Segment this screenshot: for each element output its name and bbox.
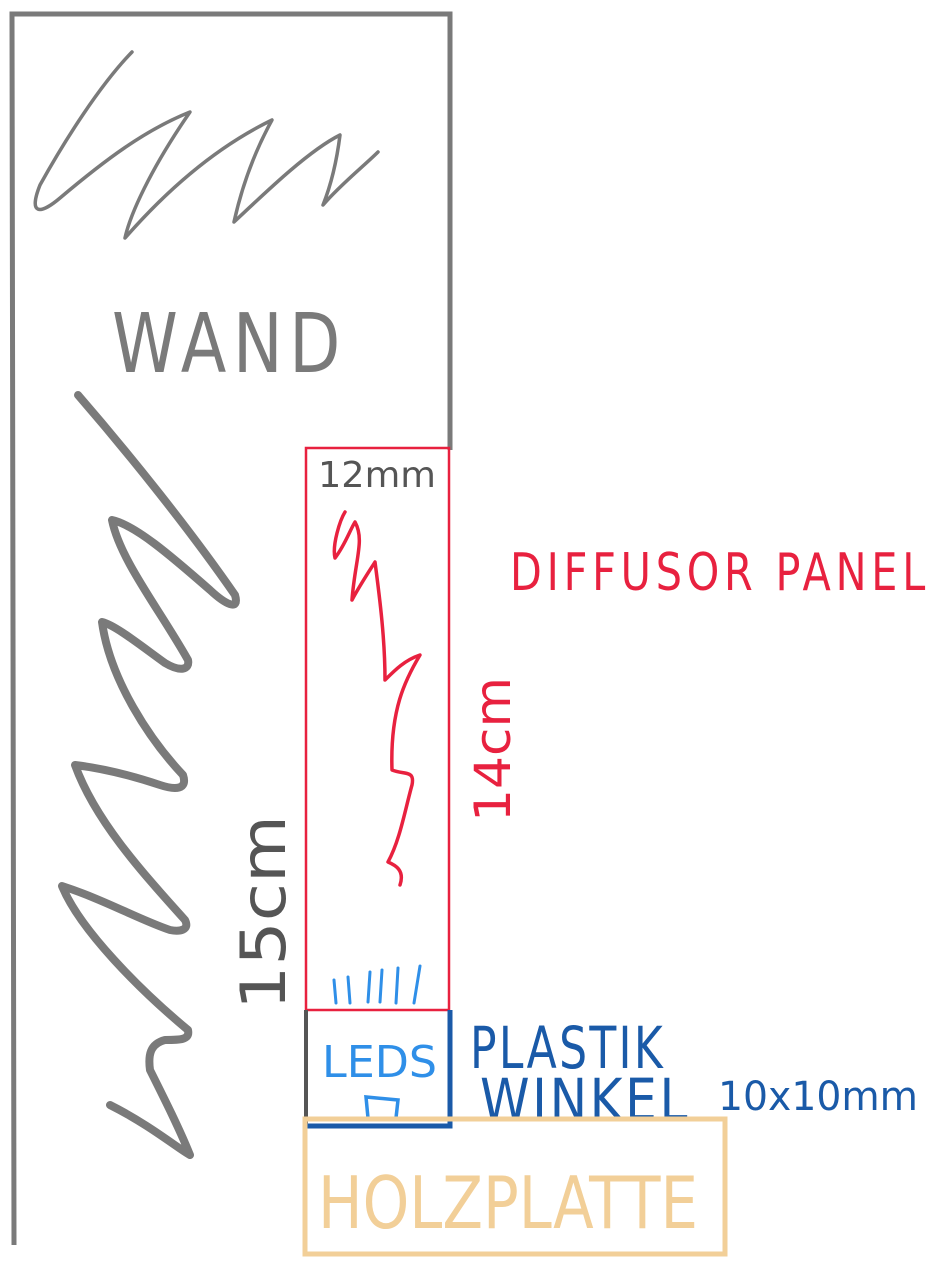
wall-label: WAND [112, 297, 347, 392]
wall-scribble-lower [58, 391, 240, 1159]
led-mark [364, 1095, 400, 1119]
panel-height-label: 14cm [464, 677, 522, 822]
wall-scribble-upper [33, 50, 380, 240]
plastic-angle-label-line2: WINKEL [480, 1066, 690, 1134]
panel-thickness-label: 12mm [318, 455, 436, 496]
diffusor-panel-outline [304, 446, 451, 1012]
wood-board-outline [302, 1116, 728, 1257]
panel-scribble [332, 510, 422, 887]
plastic-angle-size-label: 10x10mm [718, 1074, 918, 1120]
total-height-label: 15cm [227, 815, 300, 1010]
plastic-angle-label-line1: PLASTIK [470, 1014, 665, 1082]
wood-board-label: HOLZPLATTE [318, 1161, 698, 1245]
leds-label: LEDS [322, 1037, 437, 1088]
plastic-angle [304, 1010, 453, 1129]
wall-outline [9, 11, 453, 1246]
led-light-rays [332, 964, 422, 1005]
diffusor-panel-label: DIFFUSOR PANEL [510, 543, 930, 603]
